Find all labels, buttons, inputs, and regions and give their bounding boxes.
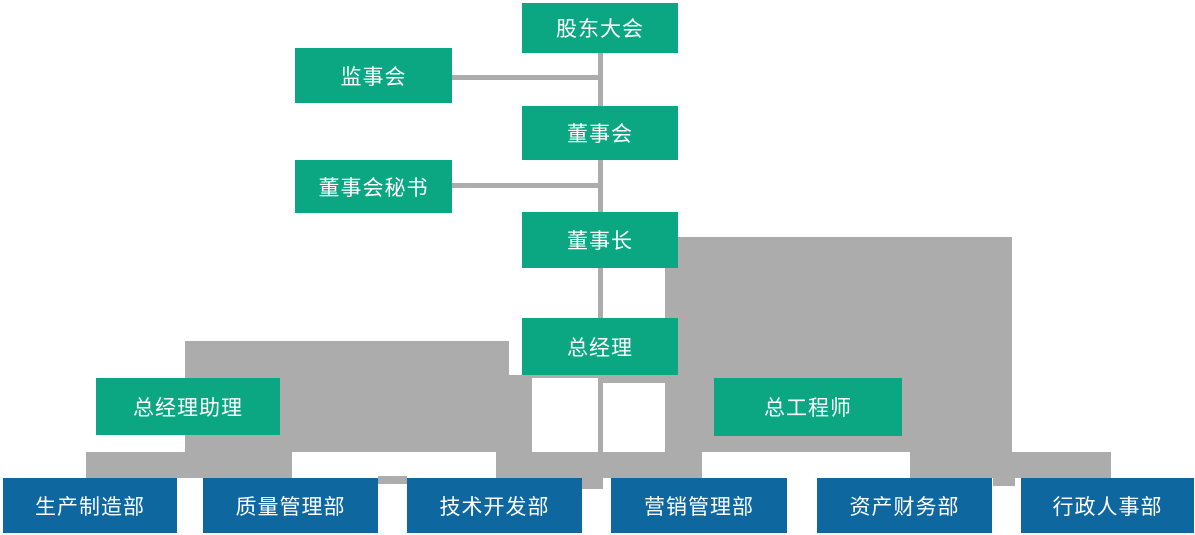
node-label: 总经理	[567, 336, 633, 360]
node-dept-marketing: 营销管理部	[611, 478, 787, 533]
node-dept-hr: 行政人事部	[1021, 478, 1194, 533]
connector-chairman-gm-line	[598, 268, 603, 318]
node-dept-tech-development: 技术开发部	[407, 478, 582, 533]
node-label: 股东大会	[556, 18, 644, 41]
connector-stub-3	[993, 476, 1015, 486]
node-board-of-directors: 董事会	[522, 106, 678, 160]
node-chief-engineer: 总工程师	[714, 378, 902, 436]
connector-left-block-upper	[185, 341, 509, 378]
connector-supervisory-line	[452, 75, 602, 80]
node-label: 监事会	[340, 65, 407, 89]
connector-stub-2	[580, 476, 603, 489]
node-label: 董事会秘书	[318, 176, 429, 200]
connector-gm-under-band-right	[603, 375, 678, 383]
node-dept-finance: 资产财务部	[817, 478, 992, 533]
connector-stub-1	[378, 476, 407, 484]
node-gm-assistant: 总经理助理	[96, 378, 280, 435]
node-label: 董事长	[567, 230, 633, 253]
connector-gm-down-line	[598, 375, 603, 453]
node-dept-quality: 质量管理部	[203, 478, 378, 533]
node-dept-production: 生产制造部	[3, 478, 177, 533]
node-label: 生产制造部	[35, 495, 145, 519]
connector-secretary-line	[452, 183, 602, 188]
node-label: 营销管理部	[644, 495, 754, 519]
node-label: 资产财务部	[849, 495, 960, 519]
node-label: 总工程师	[764, 397, 852, 420]
connector-bottom-strip-right	[910, 452, 1111, 478]
node-label: 董事会	[567, 123, 633, 146]
node-label: 质量管理部	[235, 495, 346, 519]
node-shareholders-meeting: 股东大会	[522, 3, 678, 53]
connector-gm-under-band-left	[532, 375, 598, 378]
node-board-secretary: 董事会秘书	[295, 160, 452, 213]
node-supervisory-board: 监事会	[295, 48, 452, 103]
node-general-manager: 总经理	[522, 318, 678, 375]
connector-bottom-strip-left	[86, 452, 292, 478]
node-label: 技术开发部	[439, 495, 550, 519]
node-label: 行政人事部	[1052, 495, 1163, 519]
node-label: 总经理助理	[133, 396, 243, 420]
node-chairman: 董事长	[522, 212, 678, 268]
connector-bottom-strip-middle	[496, 452, 702, 478]
